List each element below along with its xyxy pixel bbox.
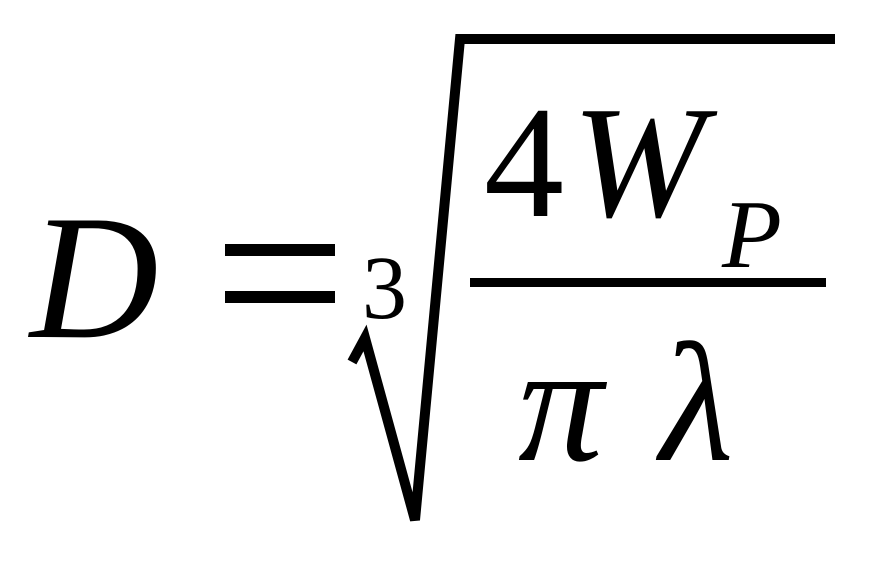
numerator-coefficient: 4 (484, 73, 564, 251)
equals-top-bar (225, 244, 335, 256)
equals-bottom-bar (225, 291, 335, 303)
radical-stroke (347, 34, 835, 522)
numerator-subscript: P (722, 181, 782, 289)
formula-lhs-variable: D (30, 178, 159, 376)
numerator-variable: W (572, 73, 706, 251)
denominator-pi: π (518, 309, 604, 497)
denominator-lambda: λ (660, 309, 734, 497)
fraction-bar (470, 278, 826, 287)
root-index: 3 (362, 239, 407, 338)
